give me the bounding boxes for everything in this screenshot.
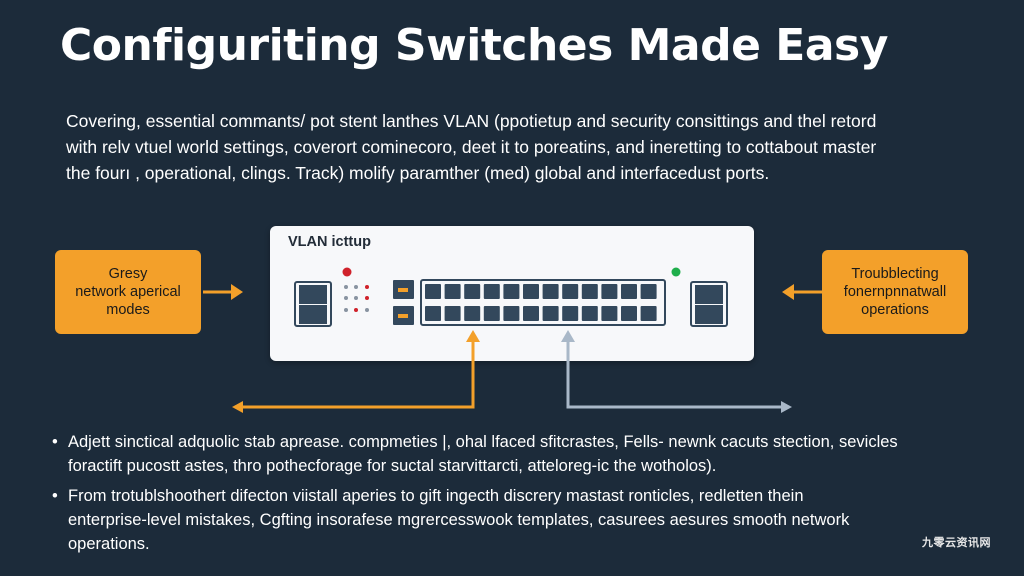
left-arrow-head: [231, 284, 243, 300]
bullet-list: • Adjett sinctical adquolic stab aprease…: [46, 430, 976, 558]
troubleshooting-box-line: Troubblecting: [851, 266, 939, 282]
bullet-line: operations.: [68, 535, 150, 553]
troubleshooting-box: Troubblecting fonernpnnatwall operations: [822, 250, 968, 334]
list-item: • Adjett sinctical adquolic stab aprease…: [46, 430, 976, 478]
bullet-line: enterprise-level mistakes, Cgfting insor…: [68, 511, 850, 529]
troubleshooting-box-line: fonernpnnatwall: [843, 284, 947, 300]
intro-line: with relv vtuel world settings, coverort…: [66, 137, 877, 157]
connector-orange-head-left: [232, 401, 243, 413]
modes-box: Gresy network aperical modes: [55, 250, 201, 334]
modes-box-line: Gresy: [108, 266, 148, 282]
intro-paragraph: Covering, essential commants/ pot stent …: [66, 108, 966, 186]
connector-blue-head-right: [781, 401, 792, 413]
intro-line: Covering, essential commants/ pot stent …: [66, 111, 877, 131]
list-item: • From trotublshoothert difecton viistal…: [46, 484, 976, 556]
switch-label: VLAN icttup: [288, 234, 371, 250]
page-title: Configuriting Switches Made Easy: [60, 20, 888, 71]
bullet-line: From trotublshoothert difecton viistall …: [68, 487, 804, 505]
bullet-line: foractift pucostt astes, thro pothecfora…: [68, 457, 717, 475]
modes-box-line: network aperical: [75, 284, 181, 300]
watermark-logo: 九零云资讯网: [922, 537, 991, 549]
bullet-marker: •: [52, 487, 58, 505]
bullet-line: Adjett sinctical adquolic stab aprease. …: [68, 433, 898, 451]
modes-box-line: modes: [106, 302, 150, 318]
troubleshooting-box-line: operations: [861, 302, 929, 318]
intro-line: the fourı , operational, clings. Track) …: [66, 163, 770, 183]
bullet-marker: •: [52, 433, 58, 451]
right-arrow-head: [782, 284, 794, 300]
